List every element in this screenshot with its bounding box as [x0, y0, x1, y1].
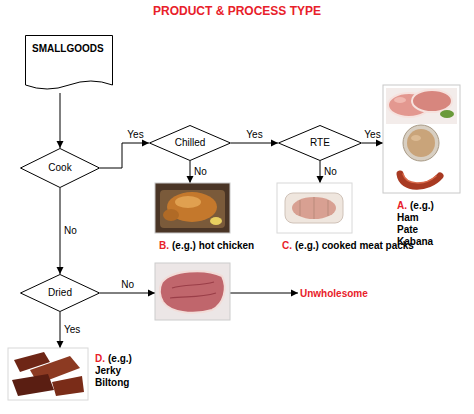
- category-letter: A.: [397, 200, 407, 212]
- picture-area: [277, 183, 352, 233]
- edge-label: Yes: [64, 324, 80, 336]
- edge-label: No: [121, 279, 134, 291]
- arrow-head: [376, 140, 383, 147]
- picture-area: [383, 85, 460, 193]
- edge-label: No: [64, 225, 77, 237]
- flow-connector: [57, 312, 64, 348]
- connector-line: [60, 188, 61, 274]
- outcome-text: Unwholesome: [298, 288, 370, 300]
- decision-diamond-outline: [21, 275, 100, 312]
- arrow-head: [57, 341, 64, 348]
- flow-connector: [57, 93, 64, 148]
- decision-diamond: Cook: [20, 148, 100, 188]
- edge-label: Yes: [246, 129, 262, 141]
- arrow-head: [187, 176, 194, 183]
- example-text: (e.g.) hot chicken: [172, 240, 254, 251]
- flow-connector: [100, 140, 149, 169]
- edge-label: No: [194, 166, 207, 178]
- diamond-text-box: Cook: [48, 162, 71, 174]
- picture-frame: A.(e.g.) Ham Pate Kabana: [383, 85, 460, 248]
- category-letter: D.: [95, 353, 105, 365]
- arrow-head: [57, 267, 64, 274]
- picture-area: [8, 348, 88, 400]
- decision-text: Dried: [48, 287, 72, 299]
- decision-diamond-outline: [279, 126, 362, 161]
- decision-diamond-outline: [150, 126, 231, 161]
- decision-diamond: Dried: [20, 274, 100, 312]
- diamond-text-box: Chilled: [175, 137, 206, 149]
- spoiled-meat-picture: [148, 263, 230, 320]
- picture-area: [155, 183, 230, 233]
- edge-label: Yes: [127, 129, 143, 141]
- connector-line: [100, 143, 149, 168]
- edge-label: Yes: [364, 129, 380, 141]
- picture-frame: C.(e.g.) cooked meat packs: [277, 183, 414, 252]
- example-text: (e.g.) cooked meat packs: [295, 240, 414, 251]
- flow-connector: [187, 161, 194, 183]
- ham-pate-kabana-picture: [383, 85, 460, 193]
- diamond-text-box: Dried: [48, 287, 72, 299]
- document-box: SMALLGOODS: [25, 35, 113, 93]
- diamond-text-box: RTE: [310, 137, 330, 149]
- picture-frame: B.(e.g.) hot chicken: [155, 183, 254, 252]
- connector-line: [60, 93, 61, 148]
- category-letter: C.: [282, 240, 292, 252]
- decision-text: Cook: [48, 162, 71, 174]
- hot-chicken-picture: [155, 183, 230, 233]
- document-title: SMALLGOODS: [25, 35, 113, 55]
- category-letter: B.: [159, 240, 169, 252]
- edge-label: No: [324, 166, 337, 178]
- cooked-meat-pack-picture: [277, 183, 352, 233]
- decision-diamond-outline: [21, 149, 100, 188]
- flow-connector: [317, 161, 324, 183]
- connector-line: [231, 143, 278, 144]
- flow-connector: [231, 140, 278, 147]
- jerky-picture: [8, 348, 88, 400]
- flow-connector: [57, 188, 64, 274]
- picture-caption: D.(e.g.) Jerky Biltong: [88, 348, 153, 389]
- picture-caption: C.(e.g.) cooked meat packs: [277, 240, 414, 252]
- diagram-title: PRODUCT & PROCESS TYPE: [0, 4, 474, 18]
- decision-text: Chilled: [175, 137, 206, 149]
- outcome-label: Unwholesome: [298, 288, 370, 300]
- decision-text: RTE: [310, 137, 330, 149]
- arrow-head: [271, 140, 278, 147]
- picture-frame: D.(e.g.) Jerky Biltong: [8, 348, 153, 400]
- arrow-head: [317, 176, 324, 183]
- flow-connector: [362, 140, 383, 147]
- arrow-head: [142, 140, 149, 147]
- arrow-head: [57, 141, 64, 148]
- arrow-head: [291, 290, 298, 297]
- decision-diamond: RTE: [278, 125, 362, 161]
- document-outline: [26, 36, 113, 90]
- picture-caption: B.(e.g.) hot chicken: [155, 240, 254, 252]
- decision-diamond: Chilled: [149, 125, 231, 161]
